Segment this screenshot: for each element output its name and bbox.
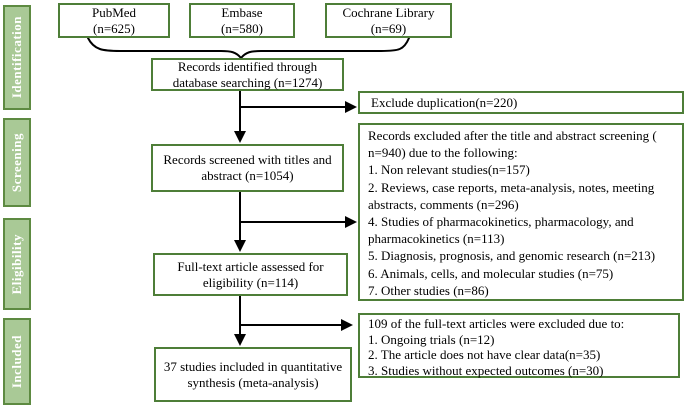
source-box-pubmed: PubMed (n=625) (58, 3, 170, 38)
exclusion-screening-item-2: 2. Reviews, case reports, meta-analysis,… (368, 179, 655, 212)
source-embase-name: Embase (221, 4, 263, 20)
exclusion-fulltext-intro: 109 of the full-text articles were exclu… (368, 316, 625, 331)
flow-box-fulltext-assessed: Full-text article assessed for eligibili… (153, 253, 348, 296)
exclusion-screening-item-4: 4. Studies of pharmacokinetics, pharmaco… (368, 214, 634, 247)
flow-box-studies-included: 37 studies included in quantitative synt… (154, 347, 352, 402)
exclusion-screening-item-5: 5. Diagnosis, prognosis, and genomic res… (368, 248, 656, 264)
flow-box-records-screened: Records screened with titles and abstrac… (151, 144, 344, 192)
flow-box-records-identified: Records identified through database sear… (151, 58, 344, 91)
source-cochrane-count: (n=69) (370, 20, 407, 36)
exclusion-screening-intro: Records excluded after the title and abs… (368, 128, 657, 161)
merge-brace-connector (87, 37, 410, 60)
stage-label-included: Included (3, 318, 31, 405)
exclusion-box-screening: Records excluded after the title and abs… (358, 123, 684, 301)
exclusion-box-duplication: Exclude duplication(n=220) (358, 91, 684, 114)
stage-label-identification-text: Identification (9, 16, 24, 99)
stage-label-eligibility: Eligibility (3, 218, 31, 310)
stage-label-eligibility-text: Eligibility (9, 233, 24, 295)
stage-label-identification: Identification (3, 5, 31, 110)
studies-included-text: 37 studies included in quantitative synt… (163, 358, 343, 390)
records-screened-text: Records screened with titles and abstrac… (163, 152, 332, 183)
exclusion-screening-item-6: 6. Animals, cells, and molecular studies… (368, 265, 614, 281)
fulltext-assessed-text: Full-text article assessed for eligibili… (177, 258, 324, 290)
stage-label-included-text: Included (9, 334, 24, 389)
exclusion-duplication-text: Exclude duplication(n=220) (371, 94, 518, 110)
source-box-embase: Embase (n=580) (189, 3, 295, 38)
source-pubmed-count: (n=625) (93, 20, 135, 36)
source-pubmed-name: PubMed (91, 4, 137, 20)
exclusion-fulltext-item-3: 3. Studies without expected outcomes (n=… (368, 363, 604, 379)
exclusion-box-fulltext: 109 of the full-text articles were exclu… (358, 313, 680, 378)
source-box-cochrane: Cochrane Library (n=69) (325, 3, 452, 38)
stage-label-screening: Screening (3, 118, 31, 207)
source-cochrane-name: Cochrane Library (342, 4, 435, 20)
exclusion-fulltext-item-1: 1. Ongoing trials (n=12) (368, 331, 495, 347)
stage-label-screening-text: Screening (9, 132, 24, 193)
records-identified-text: Records identified through database sear… (172, 58, 323, 90)
exclusion-fulltext-item-2: 2. The article does not have clear data(… (368, 347, 601, 363)
exclusion-screening-item-7: 7. Other studies (n=86) (368, 282, 489, 298)
source-embase-count: (n=580) (221, 20, 263, 36)
exclusion-screening-item-1: 1. Non relevant studies(n=157) (368, 162, 530, 178)
